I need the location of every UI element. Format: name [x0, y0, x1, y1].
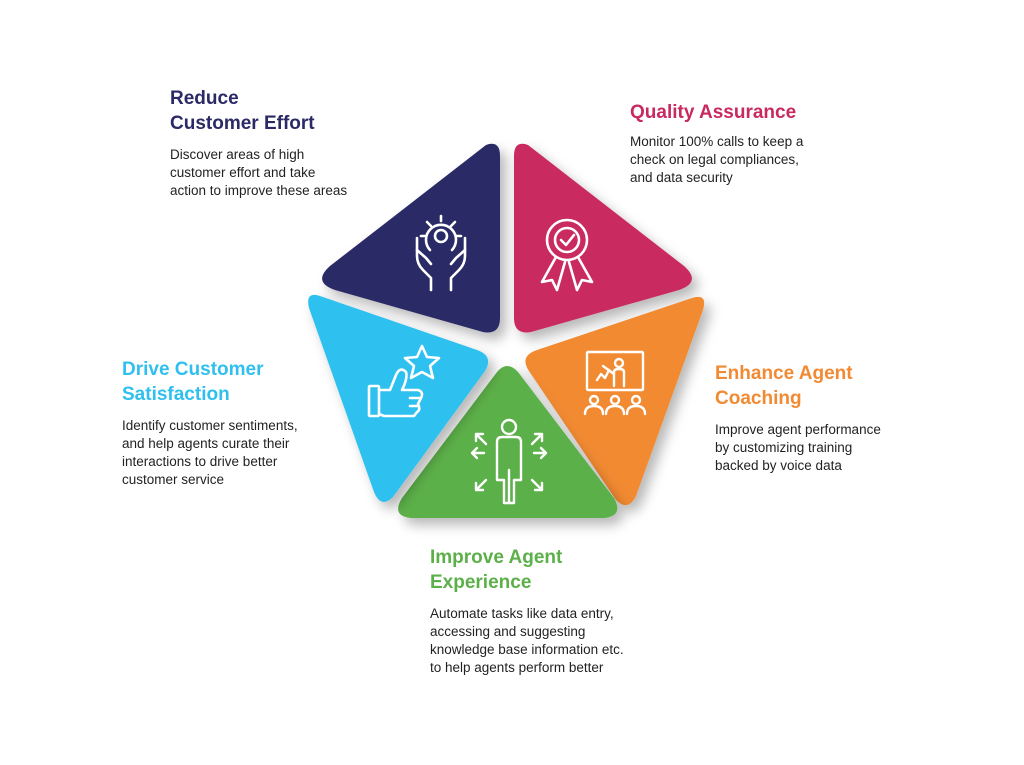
coaching-description: Improve agent performance by customizing… — [715, 422, 881, 473]
thumbs-up-star-icon — [367, 344, 441, 418]
segment-drive — [308, 294, 489, 502]
improve-description: Automate tasks like data entry, accessin… — [430, 606, 624, 675]
person-arrows-icon — [470, 418, 548, 505]
drive-description: Identify customer sentiments, and help a… — [122, 418, 298, 487]
gear-hands-icon — [415, 214, 467, 292]
award-badge-icon — [540, 218, 594, 292]
improve-title: Improve Agent Experience — [430, 547, 563, 593]
reduce-title: Reduce Customer Effort — [170, 88, 315, 134]
segment-reduce — [322, 143, 500, 333]
quality-title: Quality Assurance — [630, 102, 797, 123]
reduce-description: Discover areas of high customer effort a… — [170, 147, 348, 198]
presentation-icon — [583, 350, 647, 416]
quality-assurance-block: Quality Assurance Monitor 100% calls to … — [630, 100, 870, 187]
drive-customer-satisfaction-block: Drive Customer Satisfaction Identify cus… — [122, 357, 352, 489]
enhance-agent-coaching-block: Enhance Agent Coaching Improve agent per… — [715, 361, 945, 475]
segment-coaching — [525, 296, 705, 506]
reduce-customer-effort-block: Reduce Customer Effort Discover areas of… — [170, 86, 390, 200]
segment-improve — [398, 366, 618, 518]
drive-title: Drive Customer Satisfaction — [122, 359, 264, 405]
coaching-title: Enhance Agent Coaching — [715, 363, 853, 409]
improve-agent-experience-block: Improve Agent Experience Automate tasks … — [430, 545, 690, 677]
quality-description: Monitor 100% calls to keep a check on le… — [630, 134, 804, 185]
